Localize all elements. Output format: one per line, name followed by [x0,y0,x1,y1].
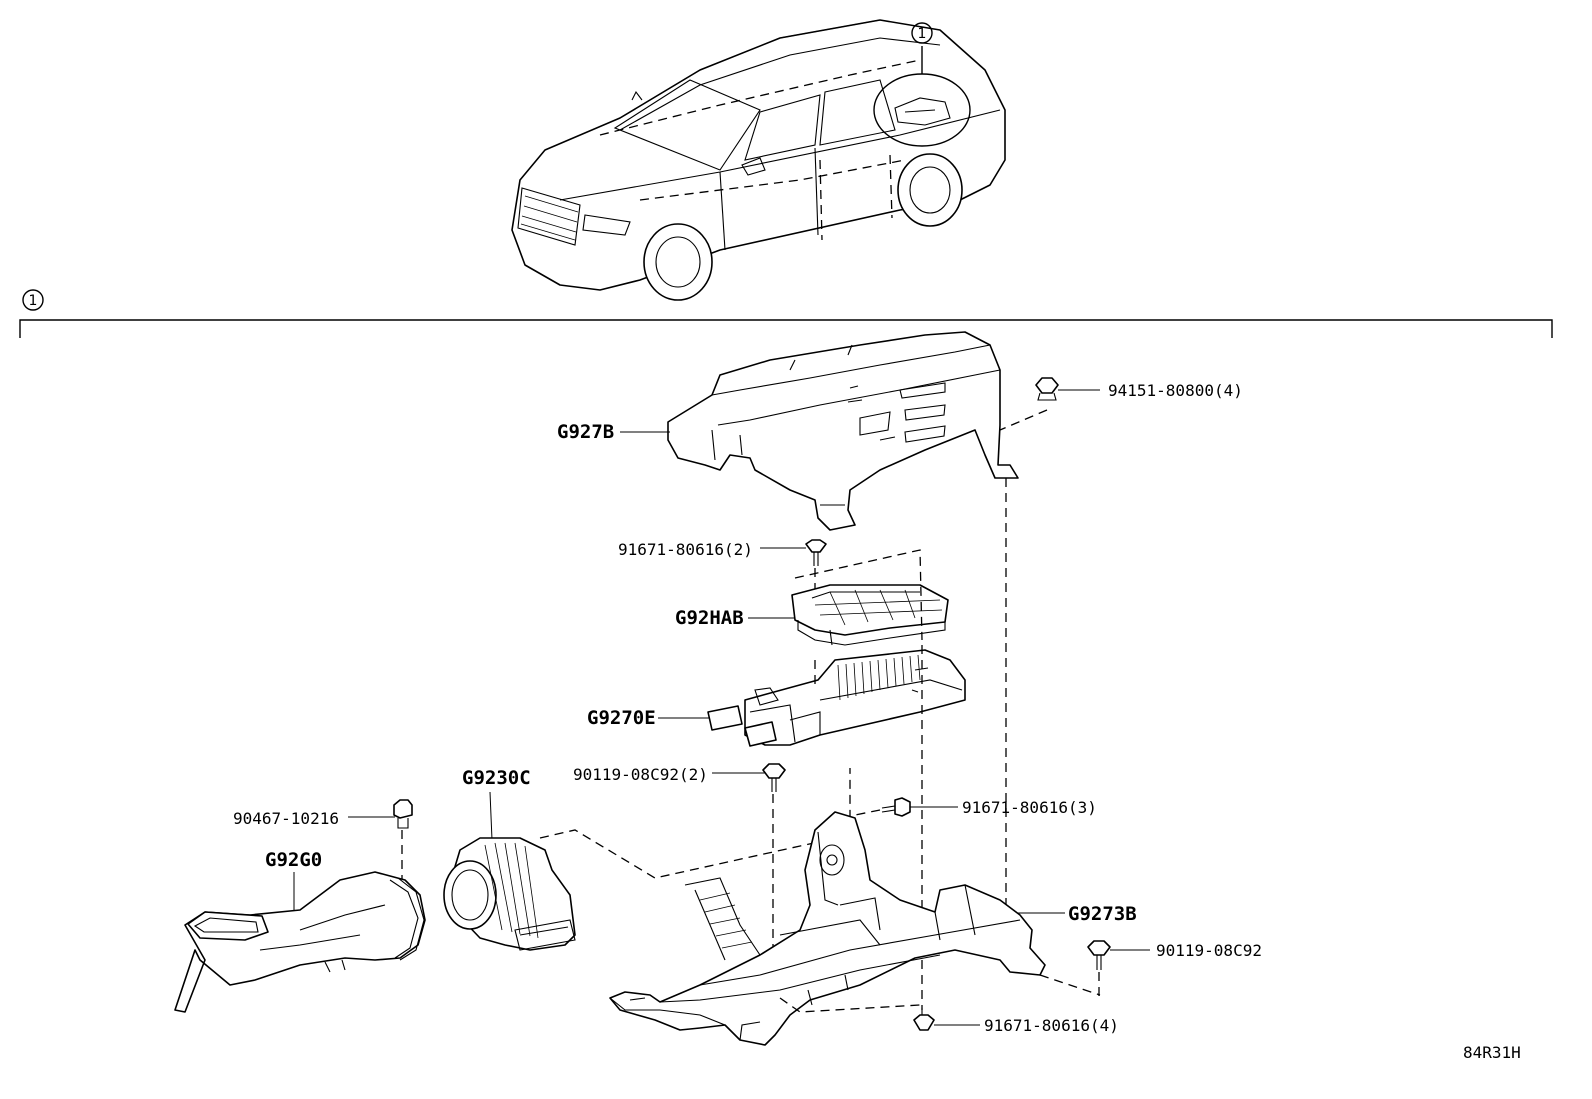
side-screw-label: 91671-80616(3) [962,798,1097,817]
bolt-a: 90119-08C92(2) [573,763,786,792]
duct-part [174,871,426,1013]
bolt-a-label: 90119-08C92(2) [573,765,708,784]
module-part [707,649,966,747]
bracket-part [791,584,949,646]
bolt-b: 90119-08C92 [1087,940,1262,970]
fan-label: G9230C [462,767,531,789]
clip-part: 90467-10216 [233,799,413,829]
vehicle-overview: 1 [511,19,1006,301]
base-label: G9273B [1068,903,1137,925]
callout-number-section: 1 [29,293,38,309]
clip-label: 90467-10216 [233,809,339,828]
upper-screw-label: 91671-80616(2) [618,540,753,559]
module-label: G9270E [587,707,656,729]
diagram-code: 84R31H [1463,1043,1521,1062]
callout-number-top: 1 [918,26,927,42]
base-part [609,811,1046,1046]
side-screw: 91671-80616(3) [881,797,1097,817]
bolt-b-label: 90119-08C92 [1156,941,1262,960]
fan-part [443,837,576,951]
section-bracket: 1 [19,289,1553,338]
cover-nut-label: 94151-80800(4) [1108,381,1243,400]
lower-screw: 91671-80616(4) [913,1008,1119,1035]
duct-label: G92G0 [265,849,322,871]
bracket-label: G92HAB [675,607,744,629]
cover-nut: 94151-80800(4) [1035,377,1243,401]
lower-screw-label: 91671-80616(4) [984,1016,1119,1035]
cover-part [667,331,1019,531]
upper-screw: 91671-80616(2) [618,539,827,566]
cover-label: G927B [557,421,614,443]
